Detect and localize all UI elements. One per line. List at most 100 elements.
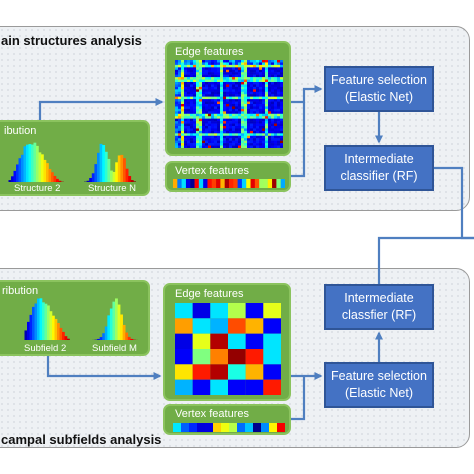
matrix-cell — [280, 96, 283, 100]
matrix-cell — [280, 69, 283, 73]
matrix-cell — [271, 94, 275, 97]
matrix-cell — [178, 118, 182, 122]
vertex-feature-cell — [253, 423, 262, 432]
matrix-cell — [277, 91, 281, 95]
vertex-feature-cell — [190, 179, 195, 188]
matrix-cell — [280, 145, 283, 148]
matrix-cell — [181, 91, 185, 95]
matrix-cell — [244, 130, 248, 134]
matrix-cell — [214, 106, 218, 110]
histogram-bar — [36, 145, 39, 182]
matrix-cell — [250, 128, 254, 132]
matrix-cell — [274, 121, 278, 124]
matrix-cell — [229, 145, 233, 148]
matrix-cell — [229, 72, 233, 75]
matrix-cell — [274, 126, 278, 129]
matrix-cell — [217, 145, 221, 148]
matrix-cell — [247, 111, 251, 114]
matrix-cell — [217, 64, 221, 68]
matrix-cell — [214, 138, 218, 141]
matrix-cell — [202, 67, 206, 70]
matrix-cell — [253, 64, 257, 68]
matrix-cell — [202, 74, 206, 78]
matrix-cell — [241, 69, 245, 73]
matrix-cell — [262, 135, 266, 139]
matrix-cell — [217, 89, 221, 92]
matrix-cell — [178, 130, 182, 134]
matrix-cell — [235, 133, 239, 136]
matrix-cell — [235, 121, 239, 124]
histogram-bar — [13, 170, 17, 182]
matrix-cell — [253, 111, 257, 114]
matrix-cell — [238, 138, 242, 141]
matrix-cell — [263, 318, 281, 334]
matrix-cell — [274, 145, 278, 148]
matrix-cell — [262, 116, 266, 119]
matrix-cell — [202, 64, 206, 68]
matrix-cell — [208, 121, 212, 124]
matrix-cell — [247, 96, 251, 100]
matrix-cell — [262, 99, 266, 102]
matrix-cell — [190, 79, 194, 83]
matrix-cell — [184, 101, 188, 105]
matrix-cell — [178, 99, 182, 102]
matrix-cell — [214, 69, 218, 73]
matrix-cell — [241, 116, 245, 119]
matrix-cell — [226, 113, 230, 117]
matrix-cell — [232, 96, 236, 100]
matrix-cell — [280, 123, 283, 127]
matrix-cell — [193, 84, 197, 88]
matrix-cell — [235, 101, 239, 105]
matrix-cell — [190, 138, 194, 141]
matrix-cell — [250, 99, 254, 102]
matrix-cell — [232, 126, 236, 129]
matrix-cell — [178, 133, 182, 136]
matrix-cell — [265, 86, 269, 90]
matrix-cell — [274, 84, 278, 88]
matrix-cell — [247, 128, 251, 132]
matrix-cell — [277, 126, 281, 129]
matrix-cell — [253, 116, 257, 119]
matrix-cell — [192, 349, 211, 365]
matrix-cell — [175, 126, 179, 129]
matrix-cell — [247, 62, 251, 66]
matrix-cell — [208, 99, 212, 102]
matrix-cell — [178, 104, 182, 107]
brain-structures-title: ain structures analysis — [1, 33, 142, 48]
matrix-cell — [232, 89, 236, 92]
matrix-cell — [210, 318, 228, 334]
matrix-cell — [244, 84, 248, 88]
matrix-cell — [235, 74, 239, 78]
matrix-cell — [259, 60, 263, 63]
vertex-feature-cell — [269, 423, 278, 432]
subfield-m-histogram — [92, 298, 138, 340]
matrix-cell — [238, 113, 242, 117]
matrix-cell — [256, 94, 260, 97]
matrix-cell — [262, 130, 266, 134]
matrix-cell — [226, 101, 230, 105]
matrix-cell — [268, 74, 272, 78]
matrix-cell — [210, 303, 228, 319]
matrix-cell — [265, 62, 269, 66]
matrix-cell — [178, 145, 182, 148]
matrix-cell — [214, 86, 218, 90]
matrix-cell — [277, 62, 281, 66]
matrix-cell — [274, 143, 278, 146]
matrix-cell — [280, 77, 283, 80]
matrix-cell — [220, 94, 224, 97]
matrix-cell — [247, 82, 251, 85]
matrix-cell — [208, 116, 212, 119]
matrix-cell — [226, 143, 230, 146]
matrix-cell — [238, 99, 242, 102]
histogram-bar — [128, 176, 132, 182]
matrix-cell — [247, 99, 251, 102]
matrix-cell — [181, 128, 185, 132]
histogram-bar — [31, 144, 34, 182]
vertex-feature-cell — [189, 423, 198, 432]
matrix-cell — [238, 130, 242, 134]
matrix-cell — [175, 74, 179, 78]
matrix-cell — [250, 145, 254, 148]
matrix-cell — [280, 106, 283, 110]
matrix-cell — [202, 126, 206, 129]
matrix-cell — [274, 116, 278, 119]
